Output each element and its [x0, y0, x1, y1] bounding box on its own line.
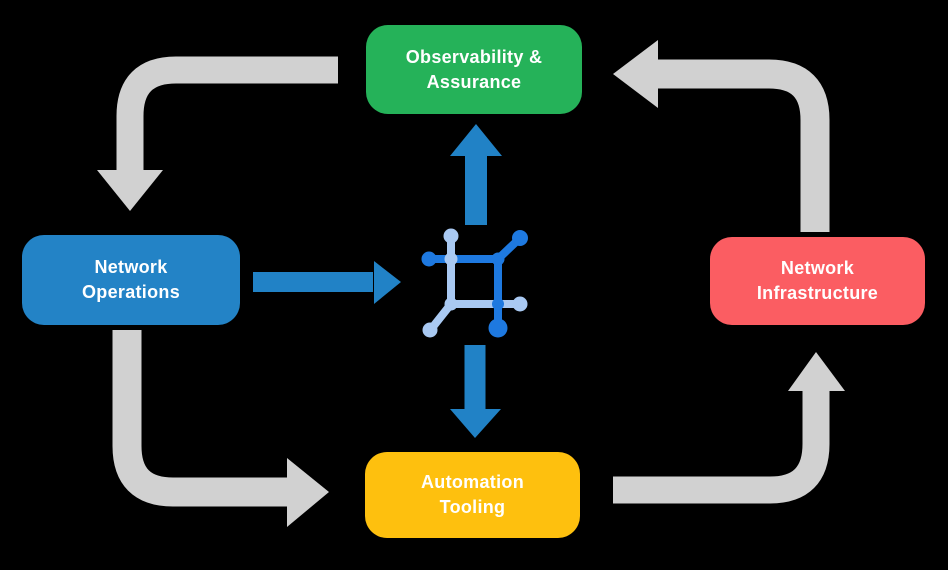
icon-junction-nodes — [444, 252, 505, 311]
node-network-infrastructure: Network Infrastructure — [710, 237, 925, 325]
node-observability-assurance: Observability & Assurance — [366, 25, 582, 114]
network-topology-icon — [421, 228, 528, 338]
arrow-icon-to-tooling — [450, 345, 501, 438]
arrow-tooling-to-infrastructure — [613, 352, 845, 504]
arrow-infrastructure-to-observability — [613, 40, 830, 232]
arrow-observability-to-operations — [97, 56, 338, 211]
node-automation-tooling-label: Automation Tooling — [421, 472, 524, 517]
node-observability-assurance-label: Observability & Assurance — [405, 46, 543, 92]
node-automation-tooling: Automation Tooling — [365, 452, 580, 538]
icon-terminal-nodes — [421, 228, 528, 338]
node-network-infrastructure-label: Network Infrastructure — [756, 258, 879, 303]
arrow-icon-to-observability — [450, 124, 502, 225]
arrow-operations-to-tooling — [112, 330, 329, 527]
arrow-operations-to-icon — [253, 261, 401, 304]
node-network-operations-label: Network Operations — [81, 257, 181, 302]
node-network-operations: Network Operations — [22, 235, 240, 325]
